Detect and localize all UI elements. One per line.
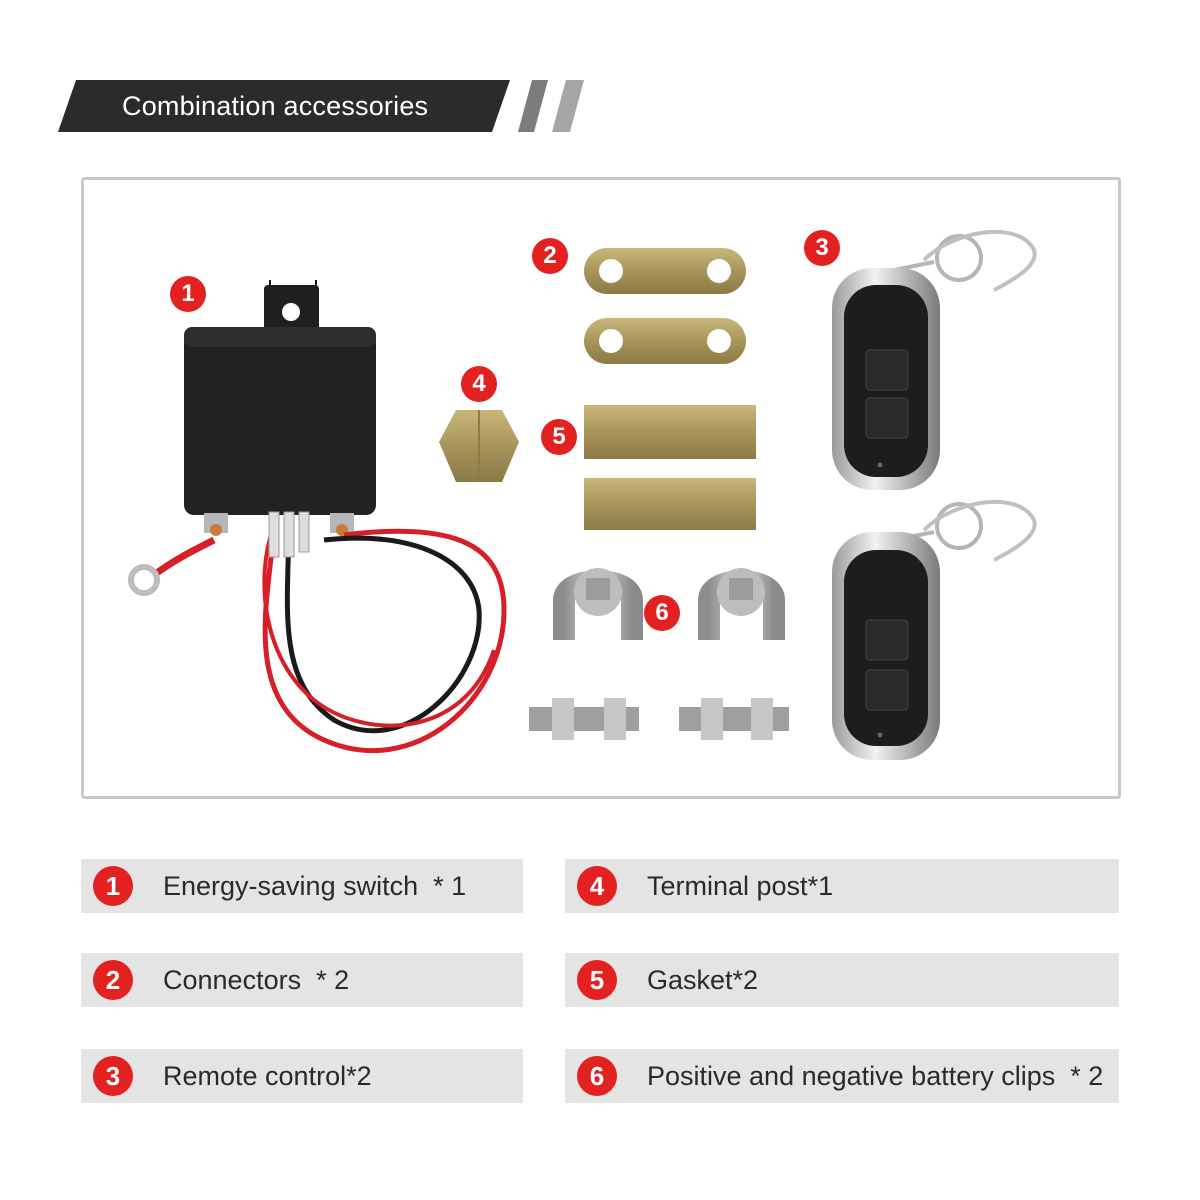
- marker-4: 4: [461, 366, 497, 402]
- gasket-plates-image: [584, 405, 756, 530]
- section-header-banner: Combination accessories: [58, 80, 510, 132]
- legend-label: Energy-saving switch * 1: [163, 871, 467, 901]
- legend-item-5: 5 Gasket*2: [565, 953, 1119, 1007]
- legend-label: Gasket*2: [647, 965, 759, 995]
- product-illustration: [128, 229, 1037, 760]
- legend-label: Connectors * 2: [163, 965, 350, 995]
- marker-3: 3: [804, 230, 840, 266]
- marker-5: 5: [541, 419, 577, 455]
- legend-item-4: 4 Terminal post*1: [565, 859, 1119, 913]
- legend-label: Remote control*2: [163, 1061, 372, 1091]
- legend-number-badge: 3: [93, 1056, 133, 1096]
- energy-saving-switch-image: [128, 280, 507, 754]
- legend-item-1: 1 Energy-saving switch * 1: [81, 859, 523, 913]
- legend-number-badge: 5: [577, 960, 617, 1000]
- battery-clips-image: [529, 568, 789, 740]
- marker-2: 2: [532, 238, 568, 274]
- marker-1: 1: [170, 276, 206, 312]
- legend-number-badge: 1: [93, 866, 133, 906]
- remote-controls-image: [832, 229, 1037, 760]
- legend-number-badge: 4: [577, 866, 617, 906]
- banner-stripes-decoration: [518, 80, 584, 132]
- legend-label: Positive and negative battery clips * 2: [647, 1061, 1104, 1091]
- connector-plates-image: [584, 248, 746, 364]
- banner-background: [58, 80, 510, 132]
- terminal-post-image: [439, 410, 519, 482]
- legend-number-badge: 6: [577, 1056, 617, 1096]
- legend-item-6: 6 Positive and negative battery clips * …: [565, 1049, 1119, 1103]
- legend-item-2: 2 Connectors * 2: [81, 953, 523, 1007]
- section-title: Combination accessories: [122, 91, 429, 121]
- legend-item-3: 3 Remote control*2: [81, 1049, 523, 1103]
- product-image-panel: 1 2 3 4 5 6: [81, 177, 1121, 799]
- marker-6: 6: [644, 595, 680, 631]
- legend-number-badge: 2: [93, 960, 133, 1000]
- legend-label: Terminal post*1: [647, 871, 834, 901]
